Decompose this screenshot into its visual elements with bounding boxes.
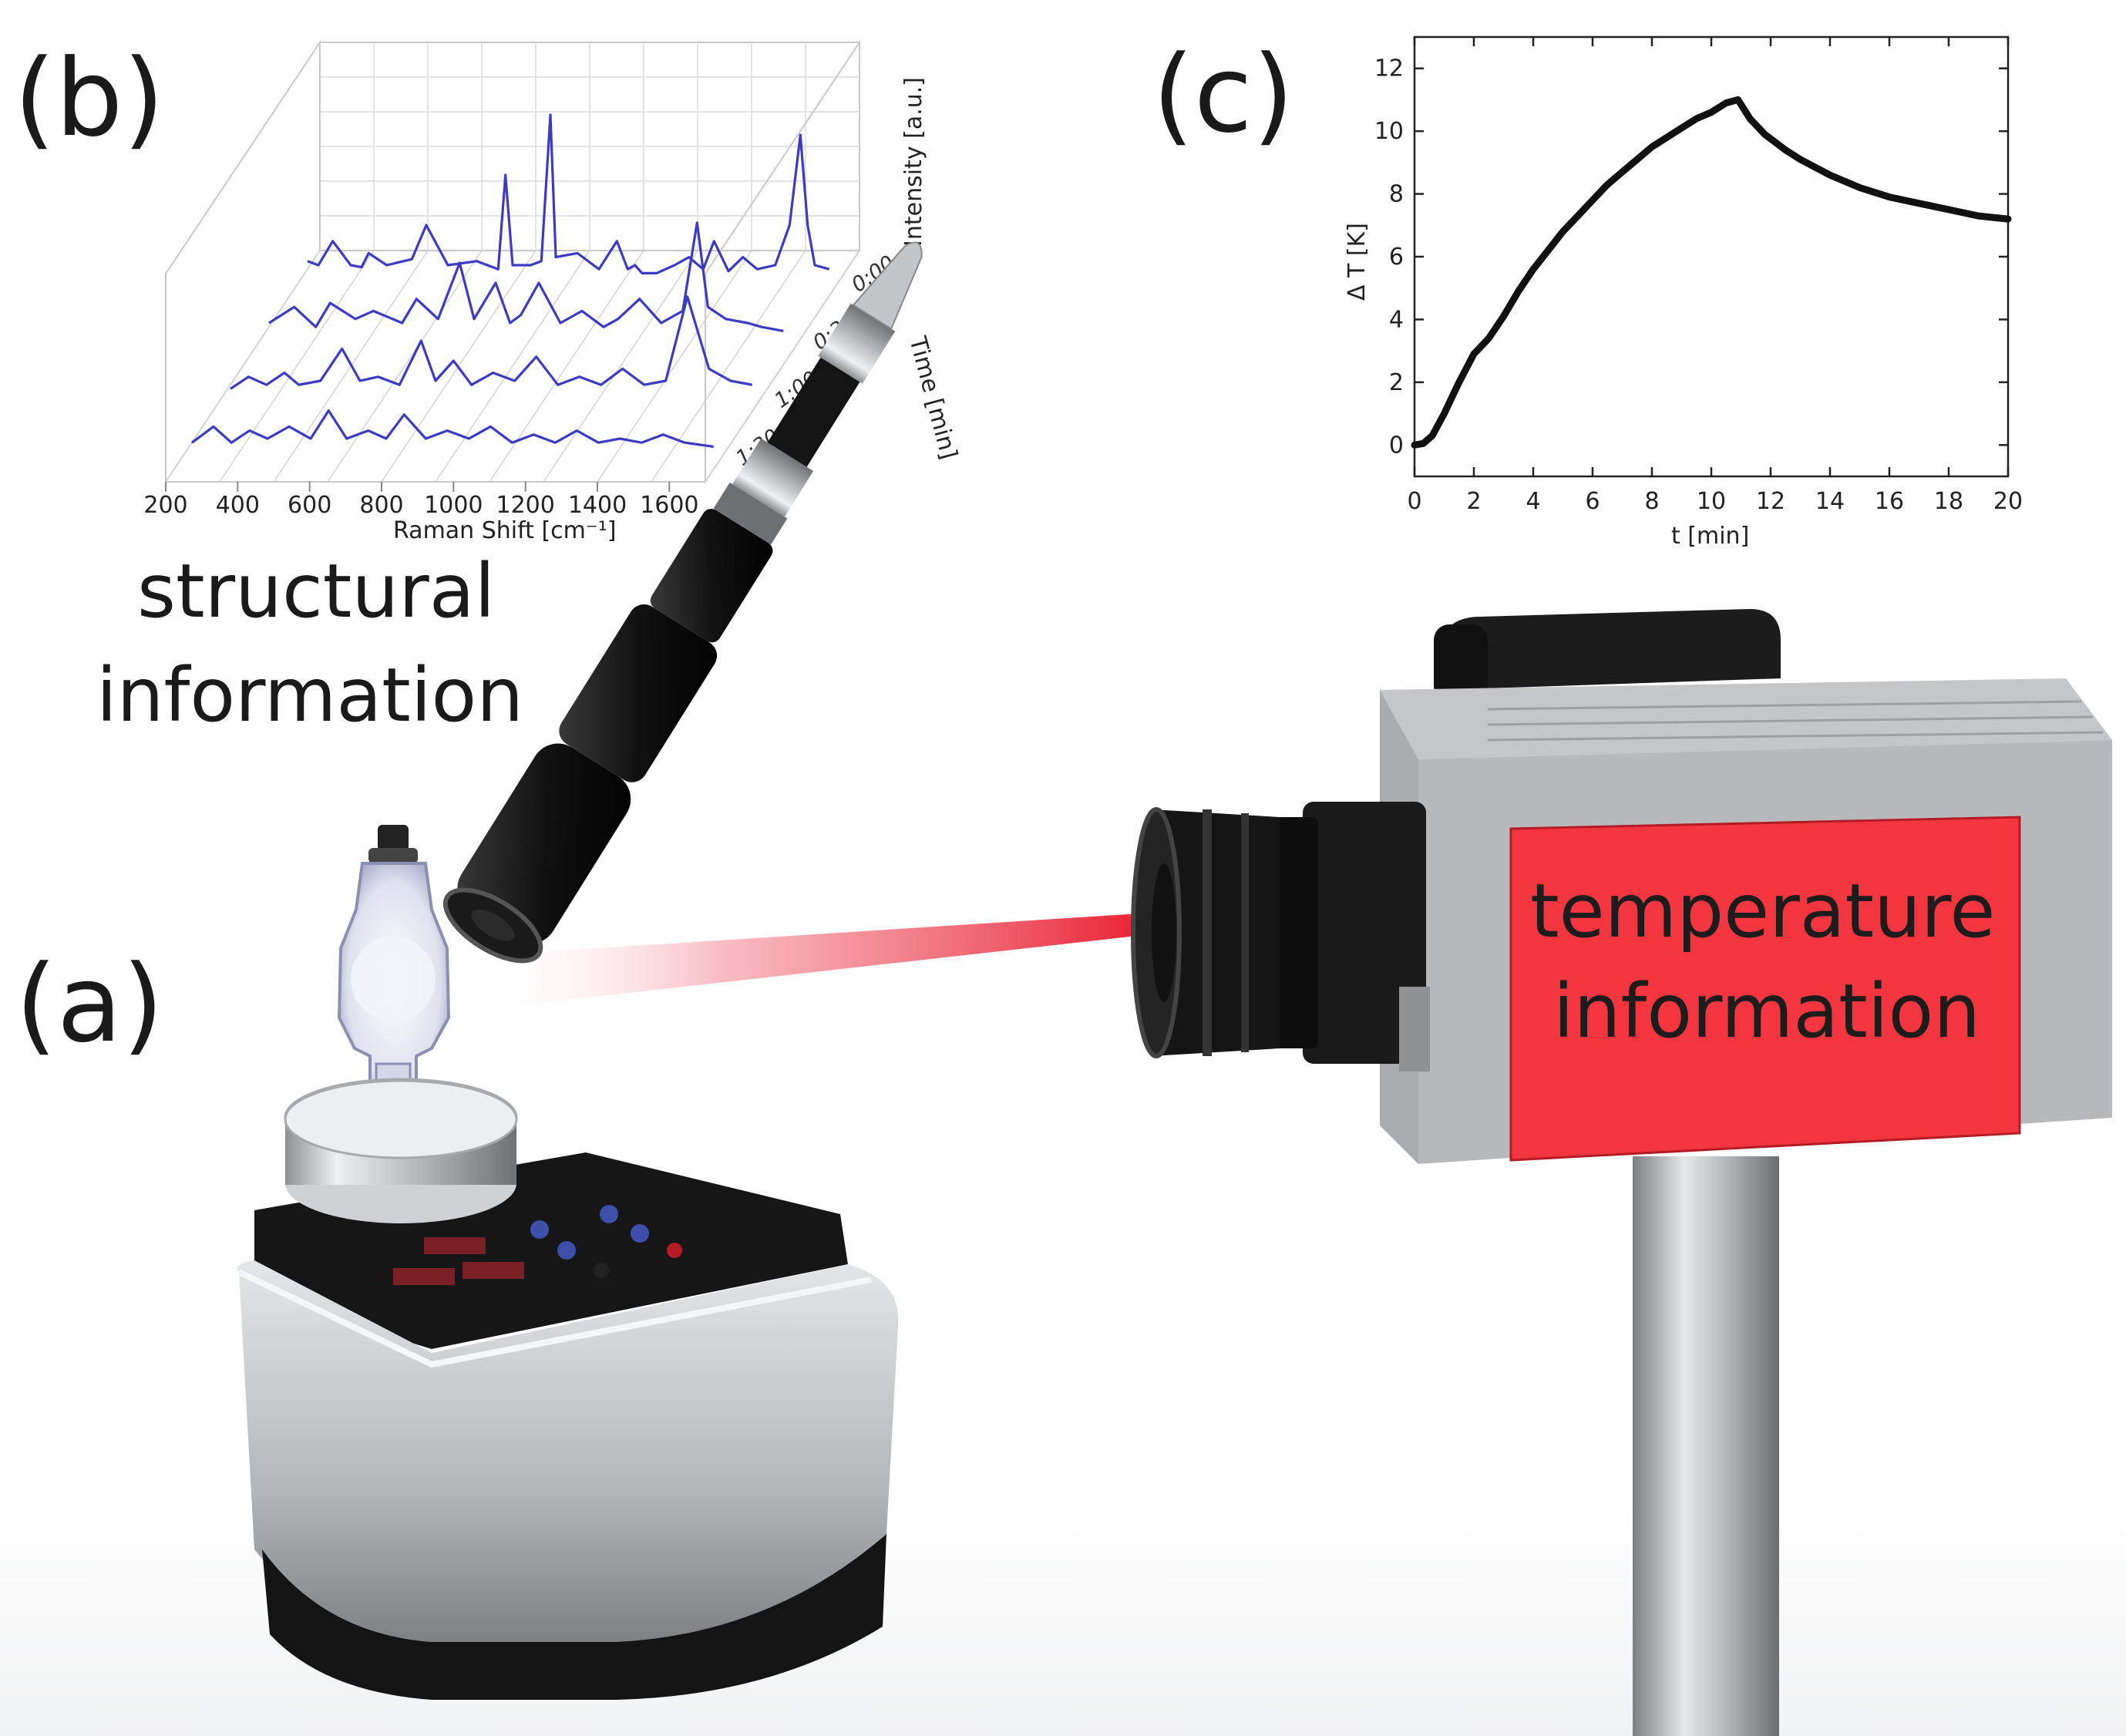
temperature-x-tick-label: 14 <box>1815 488 1845 515</box>
floor-grid <box>165 250 860 483</box>
intensity-axis-label: Intensity [a.u.] <box>900 77 927 247</box>
temperature-x-tick-label: 2 <box>1466 488 1481 515</box>
temperature-x-axis-label: t [min] <box>1671 523 1749 550</box>
spectrum-line <box>191 409 714 448</box>
temperature-label-line1: temperature <box>1530 868 1995 954</box>
spectra-series <box>191 113 830 448</box>
temperature-label-line2: information <box>1553 968 1980 1055</box>
temperature-y-tick-label: 6 <box>1389 244 1404 271</box>
temperature-chart-ticks: 0 2 4 6 8 10 12 14 16 18 20 0 2 4 6 8 10 12 <box>1374 37 2023 515</box>
spectrum-line <box>268 221 784 332</box>
raman-x-tick-label: 1400 <box>568 492 627 519</box>
structural-label-line2: information <box>96 652 523 738</box>
panel-c-label: (c) <box>1152 32 1294 156</box>
temperature-x-tick-label: 8 <box>1644 488 1659 515</box>
temperature-y-tick-label: 4 <box>1389 306 1404 333</box>
raman-x-ticks: 200 400 600 800 1000 1200 1400 1600 <box>143 482 699 519</box>
raman-x-tick-label: 1000 <box>424 492 483 519</box>
temperature-curve <box>1411 96 2012 449</box>
temperature-y-tick-label: 10 <box>1374 118 1404 145</box>
temperature-x-tick-label: 16 <box>1875 488 1904 515</box>
temperature-x-tick-label: 18 <box>1934 488 1963 515</box>
spectrum-line <box>307 113 830 274</box>
time-axis-label: Time [min] <box>903 333 962 462</box>
temperature-x-tick-label: 12 <box>1756 488 1785 515</box>
temperature-x-tick-label: 6 <box>1585 488 1600 515</box>
temperature-y-tick-label: 8 <box>1389 181 1404 208</box>
raman-x-tick-label: 200 <box>143 492 187 519</box>
raman-x-tick-label: 1200 <box>496 492 554 519</box>
temperature-x-tick-label: 0 <box>1407 488 1421 515</box>
raman-x-tick-label: 1600 <box>640 492 698 519</box>
temperature-x-tick-label: 4 <box>1526 488 1540 515</box>
structural-label-line1: structural <box>137 548 495 634</box>
temperature-y-axis-label: Δ T [K] <box>1344 223 1371 301</box>
temperature-y-tick-label: 2 <box>1389 369 1404 396</box>
panel-a-label: (a) <box>15 942 163 1066</box>
raman-x-axis-label: Raman Shift [cm⁻¹] <box>393 517 616 544</box>
temperature-y-tick-label: 12 <box>1374 56 1404 82</box>
laser-beam <box>478 912 1164 1010</box>
hotplate-stirrer-icon <box>237 1078 899 1700</box>
temperature-y-tick-label: 0 <box>1389 432 1404 459</box>
temperature-x-tick-label: 10 <box>1697 488 1726 515</box>
raman-x-tick-label: 600 <box>288 492 331 519</box>
vial-icon <box>337 825 451 1119</box>
panel-b-label: (b) <box>14 36 164 160</box>
temperature-chart-frame <box>1413 35 2010 478</box>
raman-x-tick-label: 400 <box>216 492 260 519</box>
temperature-chart: 0 2 4 6 8 10 12 14 16 18 20 0 2 4 6 8 10 12 t [min] Δ T [… <box>1344 35 2023 550</box>
temperature-panel <box>1509 816 2021 1162</box>
raman-x-tick-label: 800 <box>359 492 403 519</box>
back-wall-grid <box>320 42 859 251</box>
temperature-x-tick-label: 20 <box>1993 488 2023 515</box>
thermal-camera-icon <box>1131 609 2112 1736</box>
raman-probe-icon <box>442 241 923 964</box>
spectrum-line <box>230 295 752 390</box>
tripod-pole-icon <box>1633 1156 1779 1736</box>
